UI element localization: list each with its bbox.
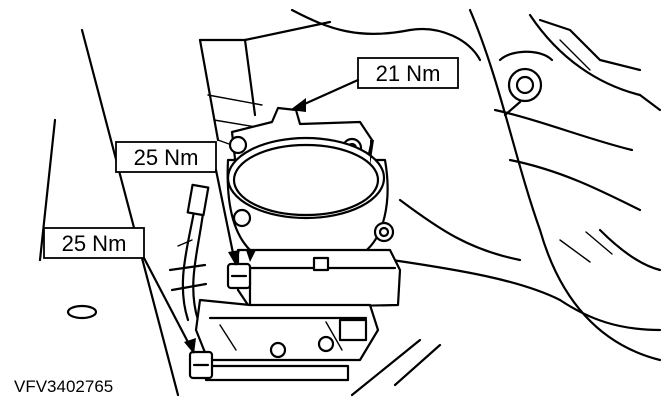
callout-top-torque: 21 Nm [290, 57, 459, 112]
callout-middle-torque: 25 Nm [115, 141, 240, 266]
throttle-body [188, 106, 402, 382]
callout-lower-label: 25 Nm [62, 231, 127, 256]
callout-lower-box [43, 227, 145, 259]
wiring-harness [168, 183, 210, 322]
callout-top-box [357, 57, 459, 89]
callout-middle-box [115, 141, 217, 173]
callout-middle-label: 25 Nm [134, 145, 199, 170]
callout-middle-leader [214, 168, 236, 260]
reference-code: VFV3402765 [14, 377, 113, 396]
callout-middle-arrowhead [228, 250, 240, 266]
callout-lower-torque: 25 Nm [43, 227, 196, 354]
callout-top-leader [298, 78, 360, 108]
callout-lower-leader [142, 256, 192, 348]
callout-lower-arrowhead [184, 338, 196, 354]
callout-top-arrowhead [290, 98, 306, 112]
callout-top-label: 21 Nm [376, 61, 441, 86]
background-structure [38, 8, 662, 397]
